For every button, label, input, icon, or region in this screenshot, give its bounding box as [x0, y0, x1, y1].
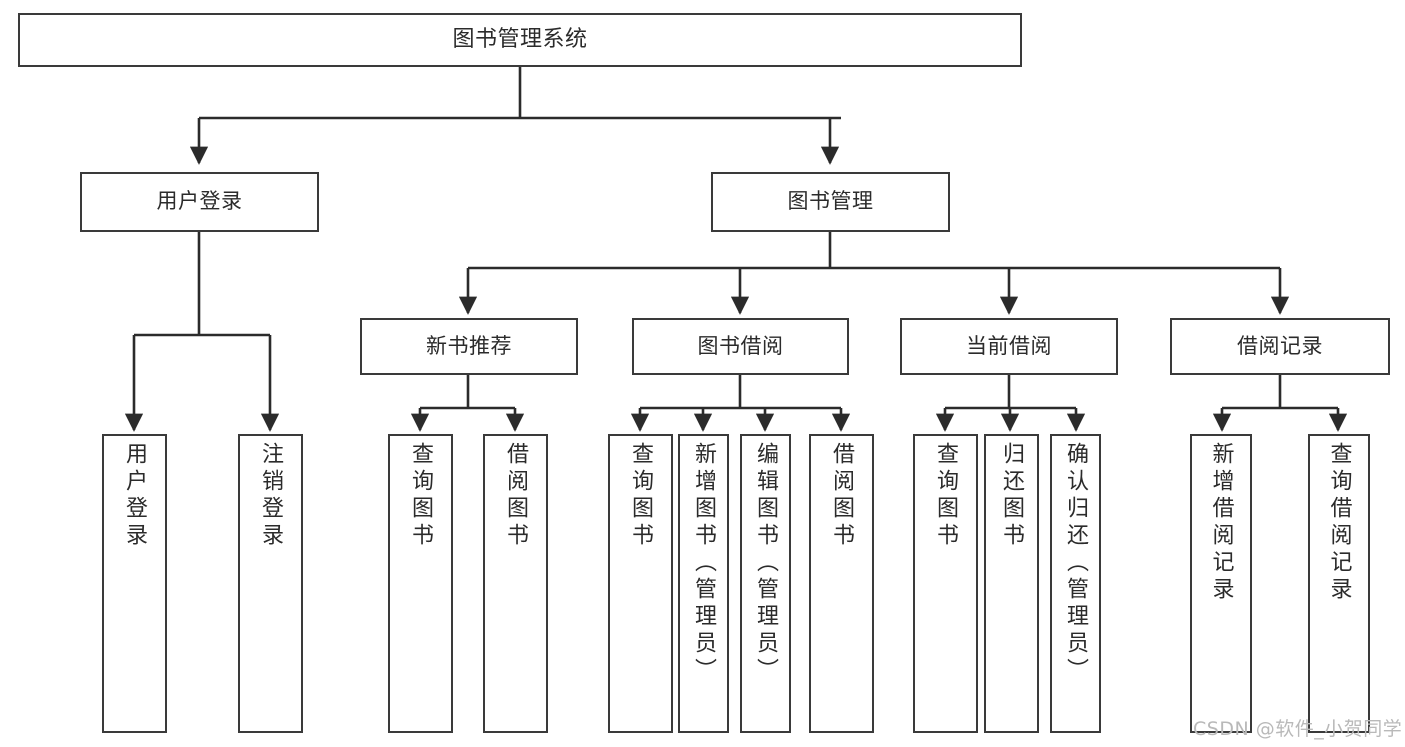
node-label: 查询图书 [933, 442, 959, 550]
node-current-borrow[interactable]: 当前借阅 [900, 318, 1118, 375]
node-label: 新增图书（管理员） [691, 442, 717, 685]
leaf-borrow-book[interactable]: 借阅图书 [809, 434, 874, 733]
node-book-borrow[interactable]: 图书借阅 [632, 318, 849, 375]
node-label: 注销登录 [258, 442, 284, 550]
leaf-query-book-borrow[interactable]: 查询图书 [608, 434, 673, 733]
node-label: 图书管理系统 [452, 26, 588, 52]
node-user-login-module[interactable]: 用户登录 [80, 172, 319, 232]
node-label: 归还图书 [999, 442, 1025, 550]
leaf-add-book-admin[interactable]: 新增图书（管理员） [678, 434, 729, 733]
node-label: 图书管理 [787, 189, 874, 214]
node-borrow-records[interactable]: 借阅记录 [1170, 318, 1390, 375]
node-label: 借阅记录 [1237, 333, 1323, 358]
node-new-book-recommend[interactable]: 新书推荐 [360, 318, 578, 375]
node-label: 编辑图书（管理员） [753, 442, 779, 685]
node-label: 用户登录 [122, 442, 148, 550]
node-label: 新增借阅记录 [1208, 442, 1234, 604]
node-label: 借阅图书 [503, 442, 529, 550]
node-label: 查询借阅记录 [1326, 442, 1352, 604]
node-label: 查询图书 [628, 442, 654, 550]
leaf-confirm-return-admin[interactable]: 确认归还（管理员） [1050, 434, 1101, 733]
node-label: 当前借阅 [966, 333, 1052, 358]
node-book-management-module[interactable]: 图书管理 [711, 172, 950, 232]
node-label: 查询图书 [408, 442, 434, 550]
node-label: 新书推荐 [426, 333, 512, 358]
node-label: 借阅图书 [829, 442, 855, 550]
csdn-watermark: CSDN @软件_小贺同学 [1193, 718, 1403, 740]
node-root-system[interactable]: 图书管理系统 [18, 13, 1022, 67]
leaf-add-borrow-record[interactable]: 新增借阅记录 [1190, 434, 1252, 733]
leaf-query-book-current[interactable]: 查询图书 [913, 434, 978, 733]
leaf-logout[interactable]: 注销登录 [238, 434, 303, 733]
leaf-query-borrow-record[interactable]: 查询借阅记录 [1308, 434, 1370, 733]
leaf-borrow-book-recommend[interactable]: 借阅图书 [483, 434, 548, 733]
node-label: 确认归还（管理员） [1063, 442, 1089, 685]
leaf-edit-book-admin[interactable]: 编辑图书（管理员） [740, 434, 791, 733]
leaf-user-login[interactable]: 用户登录 [102, 434, 167, 733]
node-label: 图书借阅 [697, 333, 784, 358]
leaf-return-book[interactable]: 归还图书 [984, 434, 1039, 733]
leaf-query-book-recommend[interactable]: 查询图书 [388, 434, 453, 733]
node-label: 用户登录 [156, 189, 243, 214]
